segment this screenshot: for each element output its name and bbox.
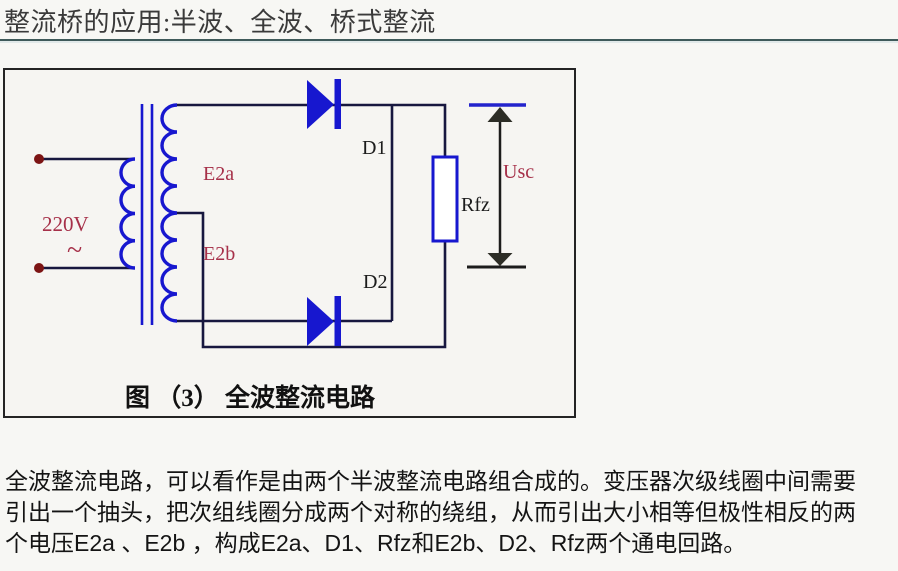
paragraph-line: 个电压E2a 、E2b ，构成E2a、D1、Rfz和E2b、D2、Rfz两个通电… bbox=[5, 530, 747, 556]
circuit-wires bbox=[39, 103, 447, 349]
resistor-rfz-label: Rfz bbox=[461, 194, 490, 216]
input-terminal-bottom bbox=[34, 263, 44, 273]
explanation-paragraph: 全波整流电路，可以看作是由两个半波整流电路组合成的。变压器次级线圈中间需要 引出… bbox=[5, 466, 898, 559]
usc-measurement-arrow bbox=[467, 103, 526, 269]
title-underline-rule bbox=[0, 39, 898, 41]
full-wave-rectifier-schematic: 220V ~ E2a E2b D1 D2 Rfz Usc 图 （3） 全波整流电… bbox=[34, 79, 534, 412]
winding-e2a-label: E2a bbox=[203, 163, 234, 185]
diode-d2-label: D2 bbox=[363, 271, 387, 293]
winding-e2b-label: E2b bbox=[203, 243, 235, 265]
diode-d1-label: D1 bbox=[362, 137, 386, 159]
secondary-coil bbox=[160, 103, 178, 323]
diode-d2-symbol bbox=[307, 296, 341, 346]
paragraph-line: 引出一个抽头，把次组线圈分成两个对称的绕组，从而引出大小相等但极性相反的两 bbox=[5, 499, 856, 525]
ac-symbol-label: ~ bbox=[67, 235, 82, 266]
transformer-core bbox=[140, 104, 154, 325]
paragraph-line: 全波整流电路，可以看作是由两个半波整流电路组合成的。变压器次级线圈中间需要 bbox=[5, 468, 856, 494]
circuit-figure-box: 220V ~ E2a E2b D1 D2 Rfz Usc 图 （3） 全波整流电… bbox=[3, 68, 576, 418]
diode-d1-symbol bbox=[307, 79, 341, 129]
source-voltage-label: 220V bbox=[42, 212, 89, 236]
input-terminal-top bbox=[34, 154, 44, 164]
output-usc-label: Usc bbox=[503, 161, 534, 183]
resistor-rfz-symbol bbox=[431, 155, 459, 243]
figure-caption: 图 （3） 全波整流电路 bbox=[125, 383, 376, 412]
primary-coil bbox=[119, 157, 136, 270]
page-title: 整流桥的应用:半波、全波、桥式整流 bbox=[4, 8, 436, 37]
